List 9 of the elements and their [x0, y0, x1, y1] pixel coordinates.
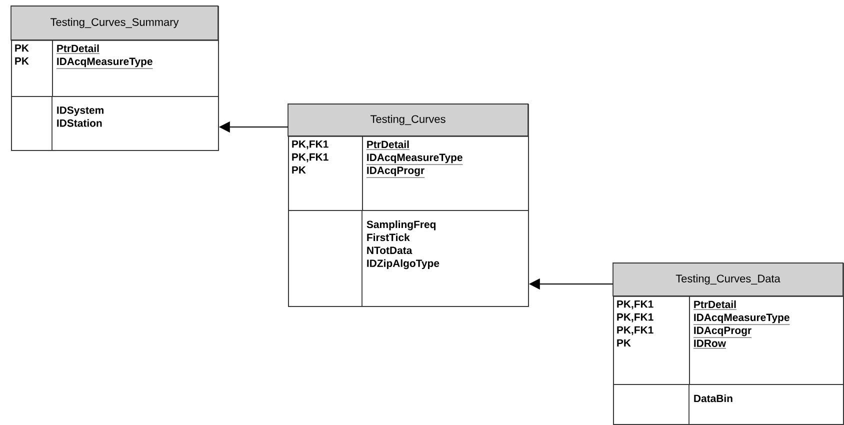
- key-field-list: PtrDetail IDAcqMeasureType IDAcqProgr IDRow: [689, 296, 844, 385]
- key-column: PK,FK1 PK,FK1 PK,FK1 PK: [613, 296, 690, 385]
- key-column: PK PK: [11, 40, 53, 97]
- key-field-list: PtrDetail IDAcqMeasureType: [52, 40, 219, 97]
- attribute-list: SamplingFreq FirstTick NTotData IDZipAlgoType: [288, 210, 529, 307]
- key-column: PK,FK1 PK,FK1 PK: [288, 136, 363, 211]
- key-field-list: PtrDetail IDAcqMeasureType IDAcqProgr: [362, 136, 529, 211]
- attribute-list: DataBin: [613, 384, 844, 425]
- attribute-list: IDSystem IDStation: [11, 96, 219, 151]
